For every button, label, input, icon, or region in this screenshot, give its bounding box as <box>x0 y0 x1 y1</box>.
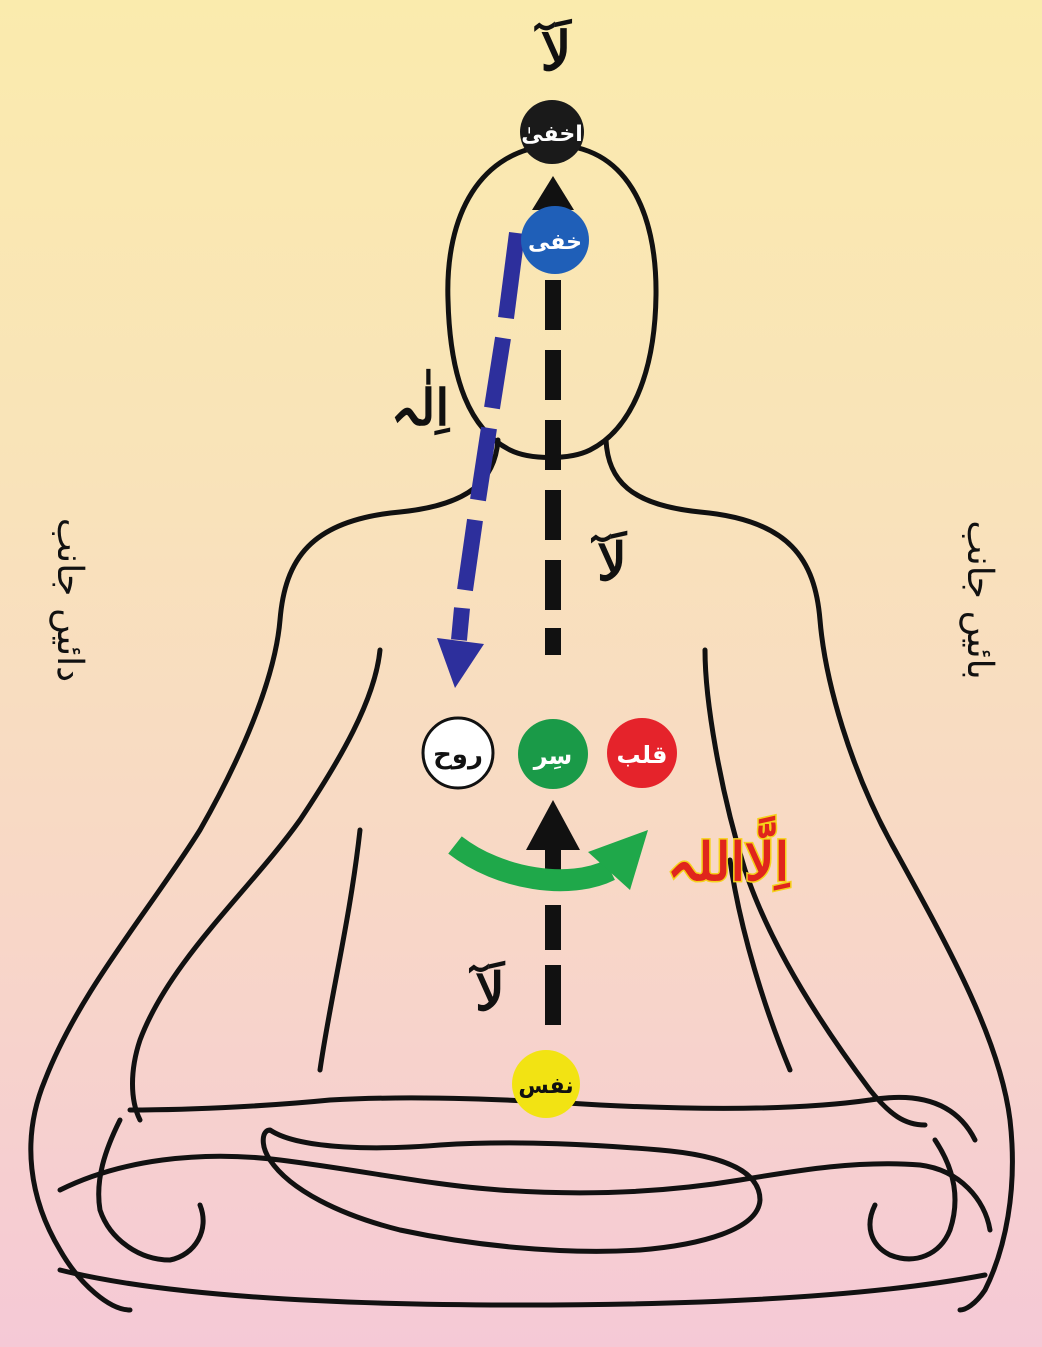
label-ilah: اِلٰہ <box>391 368 451 437</box>
black-arrowhead-top <box>532 176 574 210</box>
belly-line <box>320 830 360 1070</box>
hand-left <box>99 1120 203 1260</box>
latifa-ruh-label: روح <box>433 740 483 770</box>
latifa-nafs: نفس <box>512 1050 580 1118</box>
label-illallah: اِلَّااللہ <box>667 816 791 893</box>
blue-dashed-arrow <box>459 233 517 640</box>
hand-right <box>870 1140 955 1259</box>
label-lower-la: لَآ <box>468 961 506 1023</box>
label-top-la: لَآ <box>534 18 573 83</box>
latifa-khafi: خفی <box>521 206 589 274</box>
latifa-akhfa: اخفیٰ <box>520 100 584 164</box>
latifa-qalb: قلب <box>607 718 677 788</box>
base-outline <box>60 1270 985 1305</box>
label-neck-la: لَآ <box>590 531 628 593</box>
latifa-nafs-label: نفس <box>518 1074 573 1099</box>
blue-arrowhead <box>437 638 484 688</box>
latifa-sirr: سِر <box>518 719 588 789</box>
latifa-sirr-label: سِر <box>533 742 573 770</box>
label-left-side: بائیں جانب <box>959 520 1000 679</box>
latifa-ruh: روح <box>423 718 493 788</box>
latifa-qalb-label: قلب <box>617 741 668 769</box>
latifa-khafi-label: خفی <box>528 230 582 255</box>
human-figure-outline <box>31 145 1013 1310</box>
leg-lower-left <box>60 1156 990 1230</box>
green-curved-arrow-icon <box>455 845 610 880</box>
label-right-side: دائیں جانب <box>49 518 90 682</box>
black-arrowhead-chest <box>526 800 580 850</box>
arm-left-inner <box>133 650 381 1120</box>
latifa-akhfa-label: اخفیٰ <box>521 122 583 147</box>
